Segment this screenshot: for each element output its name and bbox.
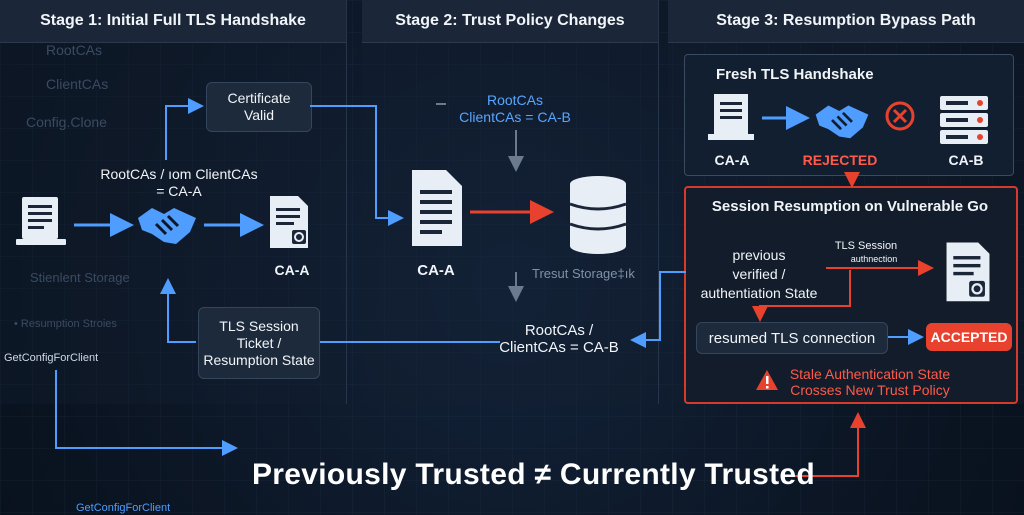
handshake-icon — [138, 208, 196, 244]
warning-label: Stale Authentication State Crosses New T… — [789, 366, 951, 398]
certificate-icon-stage3 — [946, 242, 990, 302]
getconfig-bottom-label: GetConfigForClient — [76, 502, 171, 514]
ca-a-label-stage2: CA-A — [417, 262, 455, 279]
getconfig-left-label: GetConfigForClient — [4, 352, 99, 364]
warning-icon — [756, 370, 778, 390]
tls-session-label: TLS Session — [834, 240, 898, 252]
authentication-label: authnection — [850, 254, 898, 264]
policy-top-label: RootCAs ClientCAs = CA-B — [459, 92, 571, 125]
ghost-resumption: • Resumption Stroies — [14, 318, 117, 330]
rootcas-clientcas-label: RootCAs / ıom ClientCAs = CA-A — [100, 166, 258, 199]
ghost-rootcas: RootCAs — [46, 42, 103, 58]
certificate-icon — [270, 196, 308, 248]
stage2-title: Stage 2: Trust Policy Changes — [362, 0, 658, 43]
rejected-x-icon — [885, 101, 915, 131]
storage-label: Tresut Storage‡ık — [532, 266, 635, 281]
document-icon-stage3 — [708, 94, 754, 140]
fresh-handshake-title: Fresh TLS Handshake — [716, 66, 874, 83]
certificate-valid-box: Certificate Valid — [206, 82, 312, 132]
session-ticket-box: TLS Session Ticket / Resumption State — [198, 307, 320, 379]
handshake-icon-stage3 — [815, 105, 869, 139]
document-icon — [16, 197, 66, 245]
stage1-title: Stage 1: Initial Full TLS Handshake — [0, 0, 346, 43]
ghost-clientcas: ClientCAs — [46, 76, 109, 92]
accepted-badge: ACCEPTED — [926, 323, 1012, 351]
resumption-title: Session Resumption on Vulnerable Go — [711, 198, 989, 215]
ghost-storage: Stienlent Storage — [30, 270, 130, 285]
policy-bottom-label: RootCAs / ClientCAs = CA-B — [499, 322, 619, 356]
ca-a-label-stage3: CA-A — [714, 152, 750, 168]
rejected-label: REJECTED — [802, 152, 878, 168]
bottom-headline: Previously Trusted ≠ Currently Trusted — [252, 458, 816, 491]
ca-b-label: CA-B — [948, 152, 984, 168]
resumed-connection-box: resumed TLS connection — [696, 322, 888, 354]
document-icon-stage2 — [412, 170, 462, 246]
ghost-config-clone: Config.Clone — [26, 114, 107, 130]
ca-a-label-stage1: CA-A — [274, 262, 310, 278]
database-icon — [569, 176, 627, 254]
server-icon — [940, 96, 988, 144]
stage3-title: Stage 3: Resumption Bypass Path — [668, 0, 1024, 43]
previous-state-label: previous verified / authentiation State — [700, 247, 818, 301]
